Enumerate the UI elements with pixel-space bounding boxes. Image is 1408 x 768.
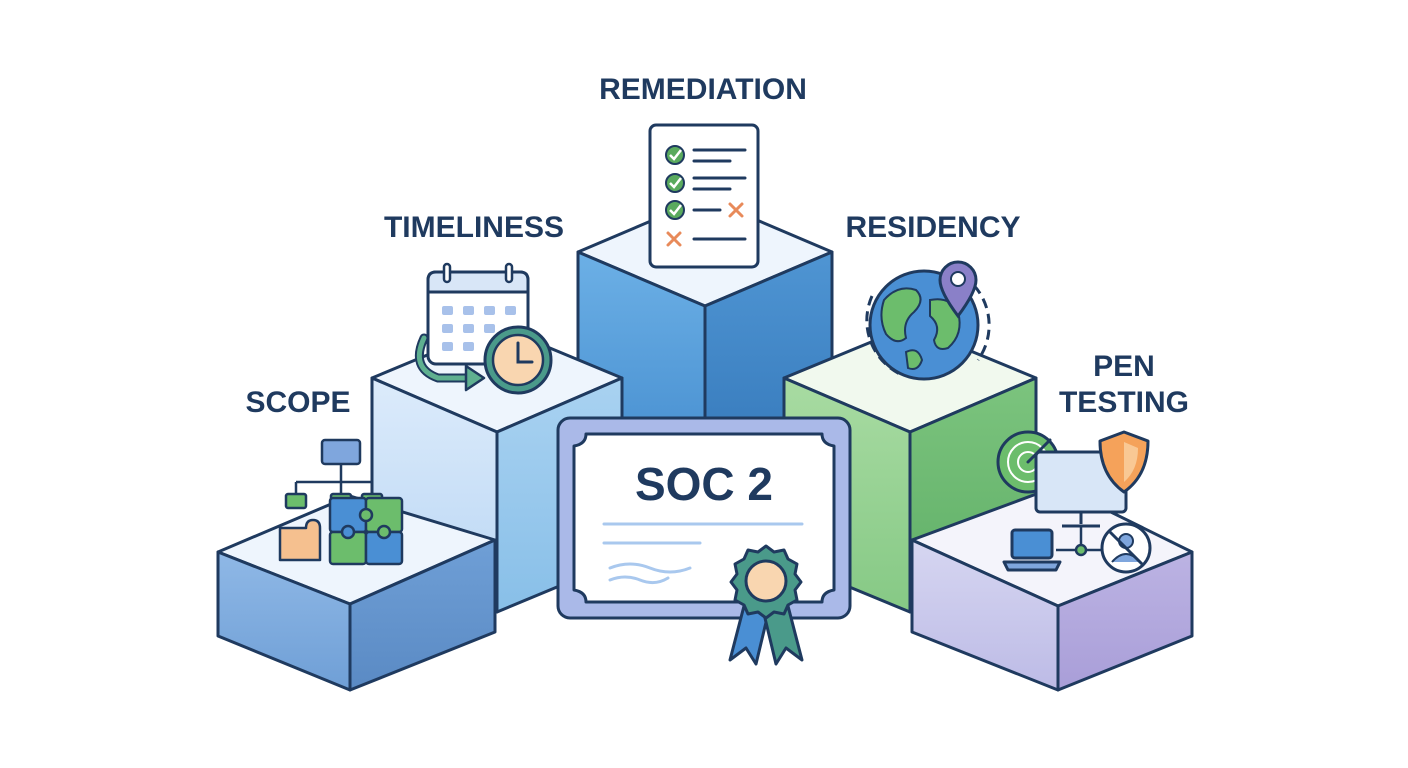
certificate-title: SOC 2 [635,458,773,510]
network-icon [1056,526,1108,557]
label-timeliness: TIMELINESS [384,211,564,244]
puzzle-icon [278,496,404,566]
shield-icon [1098,430,1150,494]
clock-icon [483,325,553,395]
checklist-icon [648,123,760,269]
location-pin-icon [938,260,978,319]
label-pen-testing-line1: PEN [1093,350,1155,383]
blocked-user-icon [1100,522,1152,574]
laptop-icon [1002,528,1062,572]
arrow-icon [414,333,486,392]
label-scope: SCOPE [245,386,350,419]
label-remediation: REMEDIATION [599,73,807,106]
label-pen-testing-line2: TESTING [1059,386,1189,419]
label-residency: RESIDENCY [845,211,1020,244]
ribbon-seal-icon [728,544,804,666]
certificate: SOC 2 [556,416,852,620]
